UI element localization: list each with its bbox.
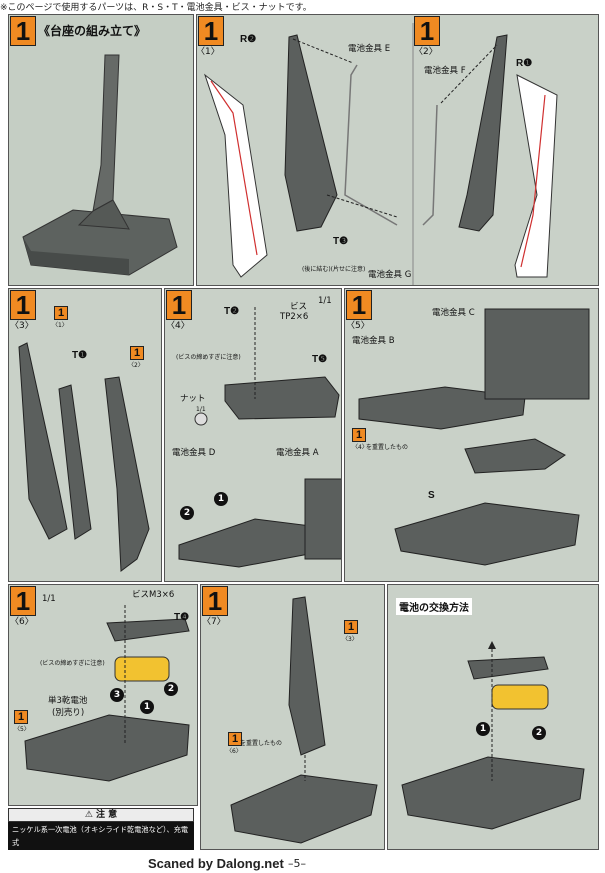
step-7-sub: 〈7〉 (202, 617, 226, 627)
step-7-number: 1 (202, 586, 228, 616)
step-4-number: 1 (166, 290, 192, 320)
part-r2-label: R❷ (240, 34, 257, 45)
ref-step-3: 1 (344, 620, 358, 634)
top-note: ※このページで使用するパーツは、R・S・T・電池金具・ビス・ナットです。 (0, 3, 312, 13)
metal-g-label: 電池金具 G (368, 270, 412, 280)
nut-scale-label: 1/1 (196, 406, 206, 413)
ref-step-6: 1 (228, 732, 242, 746)
step-4-panel (164, 288, 342, 582)
order6-badge-3: 3 (110, 688, 124, 702)
section-title: 《台座の組み立て》 (38, 24, 147, 38)
ref-step-4: 1 (352, 428, 366, 442)
screw-m3-label: ビスM3×6 (132, 590, 175, 600)
ref-step-5: 1 (14, 710, 28, 724)
battery-label: 単3乾電池 (48, 696, 88, 706)
stand-overview-illustration (22, 54, 178, 276)
scan-credit: Scaned by Dalong.net (148, 856, 284, 871)
page-number: –5– (288, 857, 306, 870)
step-1-sub: 〈1〉 (196, 47, 220, 57)
ref-step-3-sub: 〈3〉 (342, 636, 358, 643)
ref-step-6-sub: 〈6〉 (226, 748, 242, 755)
ref-step-6-note: を重置したもの (240, 740, 283, 747)
step-7-illustration (230, 596, 378, 844)
screw-note-label: (ビスの締めすぎに注意) (176, 354, 241, 361)
screw6-note-label: (ビスの締めすぎに注意) (40, 660, 105, 667)
nut-label: ナット (180, 394, 206, 404)
hint-label: (後に結む)(片せに注意) (302, 266, 366, 273)
swap-badge-2: 2 (532, 726, 546, 740)
step-5-illustration (358, 308, 590, 566)
step-6-number: 1 (10, 586, 36, 616)
step-2-number: 1 (414, 16, 440, 46)
part-t2-label: T❷ (224, 306, 240, 317)
step-1-2-illustration (203, 23, 558, 285)
step-6-panel (8, 584, 198, 806)
ref-step-2-sub: 〈2〉 (128, 362, 144, 369)
ref-step-4-sub: 〈4〉 (352, 444, 368, 451)
metal-a-label: 電池金具 A (276, 448, 319, 458)
order-badge-2: 2 (180, 506, 194, 520)
battery-swap-illustration (401, 641, 585, 830)
part-t4-label: T❹ (174, 612, 190, 623)
tp-label: TP2×6 (280, 312, 309, 322)
part-t5-label: T❺ (312, 354, 328, 365)
screw-label: ビス (290, 302, 308, 312)
part-t3-label: T❸ (333, 236, 349, 247)
part-s-label: S (428, 490, 435, 501)
step-3-number: 1 (10, 290, 36, 320)
ref-step-5-sub: 〈5〉 (14, 726, 30, 733)
step-3-illustration (18, 342, 150, 572)
scale-label: 1/1 (318, 296, 332, 306)
order-badge-1: 1 (214, 492, 228, 506)
metal-c-label: 電池金具 C (432, 308, 475, 318)
part-t1-label: T❶ (72, 350, 88, 361)
step-3-sub: 〈3〉 (10, 321, 34, 331)
battery-swap-title: 電池の交換方法 (396, 598, 472, 615)
section-step-number: 1 (10, 16, 36, 46)
step-1-2-panel (196, 14, 599, 286)
screw6-scale-label: 1/1 (42, 594, 56, 604)
metal-e-label: 電池金具 E (348, 44, 391, 54)
order6-badge-1: 1 (140, 700, 154, 714)
part-r1-label: R❶ (516, 58, 533, 69)
metal-b-label: 電池金具 B (352, 336, 395, 346)
metal-d-label: 電池金具 D (172, 448, 216, 458)
step-5-number: 1 (346, 290, 372, 320)
battery-sold-separately: (別売り) (52, 708, 85, 718)
metal-f-label: 電池金具 F (424, 66, 466, 76)
ref-step-2: 1 (130, 346, 144, 360)
step-4-illustration (178, 307, 341, 568)
step-6-illustration (24, 605, 190, 782)
step-2-sub: 〈2〉 (414, 47, 438, 57)
step-6-sub: 〈6〉 (10, 617, 34, 627)
step-4-sub: 〈4〉 (166, 321, 190, 331)
overview-panel (8, 14, 194, 286)
battery-swap-panel (387, 584, 599, 850)
order6-badge-2: 2 (164, 682, 178, 696)
ref-step-4-note: を重置したもの (366, 444, 409, 451)
caution-line-2: （ニカドなど）電池は、絶対に使用しないで下さい。 (12, 851, 185, 860)
ref-step-1-sub: 〈1〉 (52, 322, 68, 329)
step-1-number: 1 (198, 16, 224, 46)
step-5-panel (344, 288, 599, 582)
swap-badge-1: 1 (476, 722, 490, 736)
caution-header: ⚠ 注 意 (8, 808, 194, 822)
step-5-sub: 〈5〉 (346, 321, 370, 331)
caution-line-1: ニッケル系一次電池（オキシライド乾電池など）、充電式 (12, 825, 189, 847)
step-3-panel (8, 288, 162, 582)
caution-body: ニッケル系一次電池（オキシライド乾電池など）、充電式 （ニカドなど）電池は、絶対… (8, 822, 194, 860)
ref-step-1: 1 (54, 306, 68, 320)
